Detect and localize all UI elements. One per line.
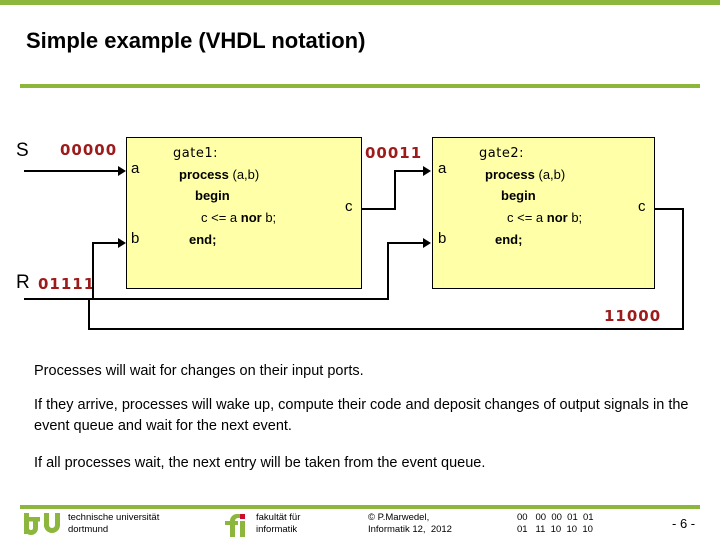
gate1-process-kw: process [179,167,229,182]
arrow-gate2-b [423,238,431,248]
gate2-label: gate2: [479,146,524,161]
wire-r-branch-gate1 [92,242,94,300]
gate1-assign: c <= a nor b; [201,210,276,225]
gate1-end: end; [189,232,217,247]
footer-university-line2: dortmund [68,524,109,535]
gate2-port-a: a [438,160,447,177]
input-label-s: S [16,140,29,161]
arrow-gate1-a [118,166,126,176]
gate1-code: gate1: process (a,b) begin c <= a nor b;… [127,138,361,288]
tu-dortmund-logo-icon [24,513,60,535]
input-label-r: R [16,272,30,293]
gate2-port-b: b [438,230,447,247]
footer-binary-row1: 00 00 00 01 01 [517,512,594,523]
page-title: Simple example (VHDL notation) [26,28,366,53]
footer-faculty-line1: fakultät für [256,512,301,523]
gate1-assign-op: nor [240,210,262,225]
wire-gate2-c-out [655,208,684,210]
gate2-assign-pre: c <= a [507,210,547,225]
wire-feedback-left [88,298,90,330]
wire-gate1-c-riser [394,170,396,210]
wire-feedback-bottom [88,328,684,330]
gate2-end: end; [495,232,523,247]
fakultaet-informatik-logo-icon [225,514,245,537]
wire-r-rail [24,298,388,300]
body-paragraph-2: If they arrive, processes will wake up, … [34,397,689,434]
footer-faculty-line2: informatik [256,524,298,535]
body-paragraph-3: If all processes wait, the next entry wi… [34,455,486,471]
gate1-block: gate1: process (a,b) begin c <= a nor b;… [126,137,362,289]
gate2-assign-op: nor [546,210,568,225]
footer-copyright: © P.Marwedel,Informatik 12, 2012 [368,512,452,536]
signal-value-output: 11000 [604,307,662,325]
footer-university-line1: technische universität [68,512,160,523]
gate1-port-a: a [131,160,140,177]
gate1-sensitivity: (a,b) [228,167,260,182]
top-accent-bar [0,0,720,5]
footer-rule [20,505,700,509]
gate1-port-b: b [131,230,140,247]
gate2-assign-post: b; [567,210,583,225]
wire-to-gate2-a [394,170,429,172]
gate1-label: gate1: [173,146,218,161]
wire-r-to-gate1-b [92,242,124,244]
gate1-port-c: c [345,198,353,215]
title-underline [20,84,700,88]
wire-feedback-right [682,208,684,330]
wire-s-to-gate1-a [24,170,124,172]
gate2-process-kw: process [485,167,535,182]
arrow-gate1-b [118,238,126,248]
gate2-port-c: c [638,198,646,215]
gate2-code: gate2: process (a,b) begin c <= a nor b;… [433,138,654,288]
body-paragraph-1: Processes will wait for changes on their… [34,363,364,379]
wire-r-to-gate2-b [387,242,429,244]
footer-binary-row2: 01 11 10 10 10 [517,524,593,535]
gate2-sensitivity: (a,b) [534,167,566,182]
gate2-begin: begin [501,188,536,203]
wire-r-branch-gate2 [387,242,389,300]
signal-value-s: 00000 [60,141,118,159]
gate2-block: gate2: process (a,b) begin c <= a nor b;… [432,137,655,289]
gate1-assign-pre: c <= a [201,210,241,225]
gate2-assign: c <= a nor b; [507,210,582,225]
gate1-process-line: process (a,b) [179,167,259,182]
gate1-begin: begin [195,188,230,203]
page-number: - 6 - [672,516,696,531]
vhdl-block-diagram: S 00000 R 01111 00011 11000 gate1: proce… [0,120,720,350]
gate1-assign-post: b; [261,210,277,225]
arrow-gate2-a [423,166,431,176]
signal-value-intermediate: 00011 [365,144,423,162]
footer-copyright-line2: Informatik 12, 2012 [368,524,452,535]
signal-value-r: 01111 [38,275,96,293]
gate2-process-line: process (a,b) [485,167,565,182]
wire-gate1-c-out [362,208,396,210]
footer-copyright-line1: © P.Marwedel, [368,512,430,523]
